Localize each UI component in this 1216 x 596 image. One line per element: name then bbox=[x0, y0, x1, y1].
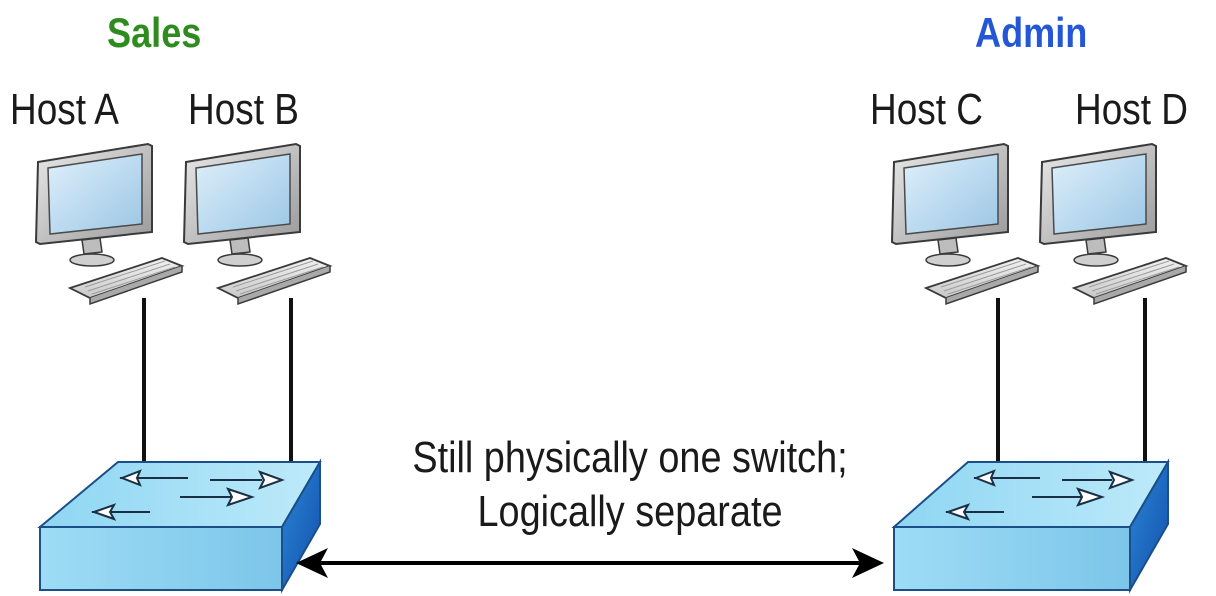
host-label-c: Host C bbox=[870, 85, 983, 134]
desktop-computer-icon bbox=[890, 142, 1041, 306]
desktop-computer-icon bbox=[182, 142, 333, 306]
group-label-admin: Admin bbox=[975, 9, 1088, 56]
caption-line-1: Still physically one switch; bbox=[412, 433, 848, 482]
network-switch-icon bbox=[37, 458, 322, 594]
host-label-a: Host A bbox=[10, 85, 119, 134]
group-label-sales: Sales bbox=[107, 9, 202, 56]
caption-line-2: Logically separate bbox=[477, 487, 783, 536]
desktop-computer-icon bbox=[34, 142, 185, 306]
desktop-computer-icon bbox=[1038, 142, 1189, 306]
host-label-d: Host D bbox=[1075, 85, 1188, 134]
network-switch-icon bbox=[891, 458, 1170, 594]
host-label-b: Host B bbox=[188, 85, 299, 134]
double-headed-arrow bbox=[296, 548, 884, 578]
